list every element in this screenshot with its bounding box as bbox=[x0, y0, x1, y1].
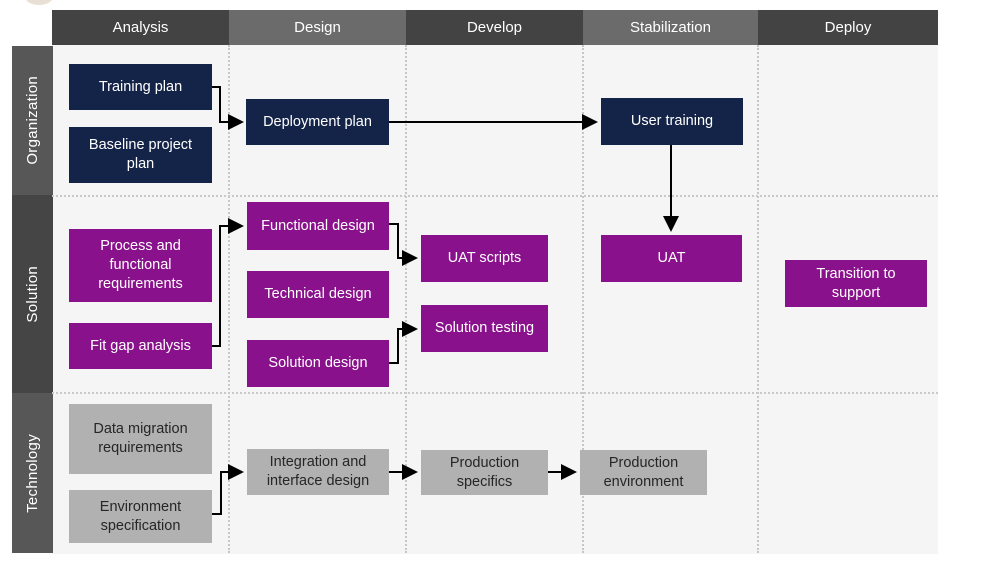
box-training-plan: Training plan bbox=[69, 64, 212, 110]
box-technical-design: Technical design bbox=[247, 271, 389, 318]
box-environment-specification: Environment specification bbox=[69, 490, 212, 543]
box-deployment-plan: Deployment plan bbox=[246, 99, 389, 145]
box-solution-design: Solution design bbox=[247, 340, 389, 387]
box-transition-to-support: Transition to support bbox=[785, 260, 927, 307]
lane-label-solution: Solution bbox=[12, 195, 53, 393]
grid-divider-vertical bbox=[582, 45, 584, 553]
box-uat-scripts: UAT scripts bbox=[421, 235, 548, 282]
box-process-functional-requirements: Process and functional requirements bbox=[69, 229, 212, 302]
box-functional-design: Functional design bbox=[247, 202, 389, 250]
box-integration-interface-design: Integration and interface design bbox=[247, 449, 389, 495]
box-solution-testing: Solution testing bbox=[421, 305, 548, 352]
phase-header-develop: Develop bbox=[406, 10, 583, 45]
box-production-specifics: Production specifics bbox=[421, 450, 548, 495]
grid-divider-horizontal bbox=[52, 195, 938, 197]
box-uat: UAT bbox=[601, 235, 742, 282]
phase-header-design: Design bbox=[229, 10, 406, 45]
lane-label-technology: Technology bbox=[12, 393, 53, 553]
grid-divider-horizontal bbox=[52, 392, 938, 394]
phase-header-deploy: Deploy bbox=[758, 10, 938, 45]
logo-fragment bbox=[25, 0, 53, 5]
box-production-environment: Production environment bbox=[580, 450, 707, 495]
phase-header-analysis: Analysis bbox=[52, 10, 229, 45]
grid-divider-vertical bbox=[405, 45, 407, 553]
grid-divider-vertical bbox=[228, 45, 230, 553]
lane-label-organization: Organization bbox=[12, 46, 53, 195]
grid-divider-vertical bbox=[757, 45, 759, 553]
box-user-training: User training bbox=[601, 98, 743, 145]
phase-header-stabilization: Stabilization bbox=[583, 10, 758, 45]
box-data-migration-requirements: Data migration requirements bbox=[69, 404, 212, 474]
box-baseline-project-plan: Baseline project plan bbox=[69, 127, 212, 183]
box-fit-gap-analysis: Fit gap analysis bbox=[69, 323, 212, 369]
